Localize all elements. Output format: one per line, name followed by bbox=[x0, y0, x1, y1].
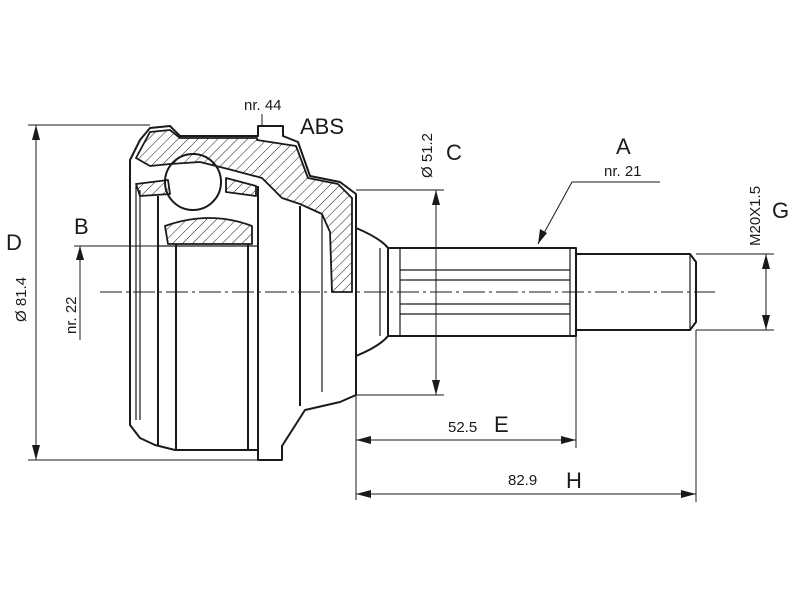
arrow bbox=[356, 436, 371, 444]
joint-housing-outline bbox=[129, 125, 357, 461]
arrow bbox=[32, 445, 40, 460]
cage-hatch bbox=[164, 217, 253, 245]
inner-race-hatch bbox=[135, 179, 171, 197]
arrow bbox=[432, 190, 440, 205]
label-dia-c: Ø 51.2 bbox=[419, 133, 436, 178]
arrow bbox=[681, 490, 696, 498]
label-dim-e: 52.5 bbox=[448, 419, 477, 436]
label-e: E bbox=[494, 412, 509, 437]
label-thread: M20X1.5 bbox=[747, 186, 764, 246]
leader-a bbox=[537, 181, 660, 245]
spline-section bbox=[387, 247, 577, 337]
inner-race-hatch-right bbox=[225, 177, 257, 197]
label-nr21: nr. 21 bbox=[604, 163, 642, 180]
housing-section-hatch bbox=[135, 129, 353, 293]
label-nr22: nr. 22 bbox=[63, 296, 80, 334]
arrow bbox=[762, 315, 770, 330]
label-nr44: nr. 44 bbox=[244, 97, 282, 114]
arrow bbox=[356, 490, 371, 498]
arrow bbox=[762, 254, 770, 269]
label-a: A bbox=[616, 134, 631, 159]
arrow bbox=[32, 125, 40, 140]
label-h: H bbox=[566, 468, 582, 493]
label-dia-d: Ø 81.4 bbox=[13, 277, 30, 322]
threaded-end bbox=[576, 253, 697, 331]
label-abs: ABS bbox=[300, 114, 344, 139]
arrow bbox=[76, 246, 84, 260]
ball bbox=[164, 153, 222, 211]
arrow bbox=[432, 380, 440, 395]
label-c: C bbox=[446, 140, 462, 165]
label-b: B bbox=[74, 214, 89, 239]
label-g: G bbox=[772, 198, 789, 223]
label-d: D bbox=[6, 230, 22, 255]
arrow bbox=[538, 229, 547, 244]
arrow bbox=[561, 436, 576, 444]
label-dim-h: 82.9 bbox=[508, 472, 537, 489]
